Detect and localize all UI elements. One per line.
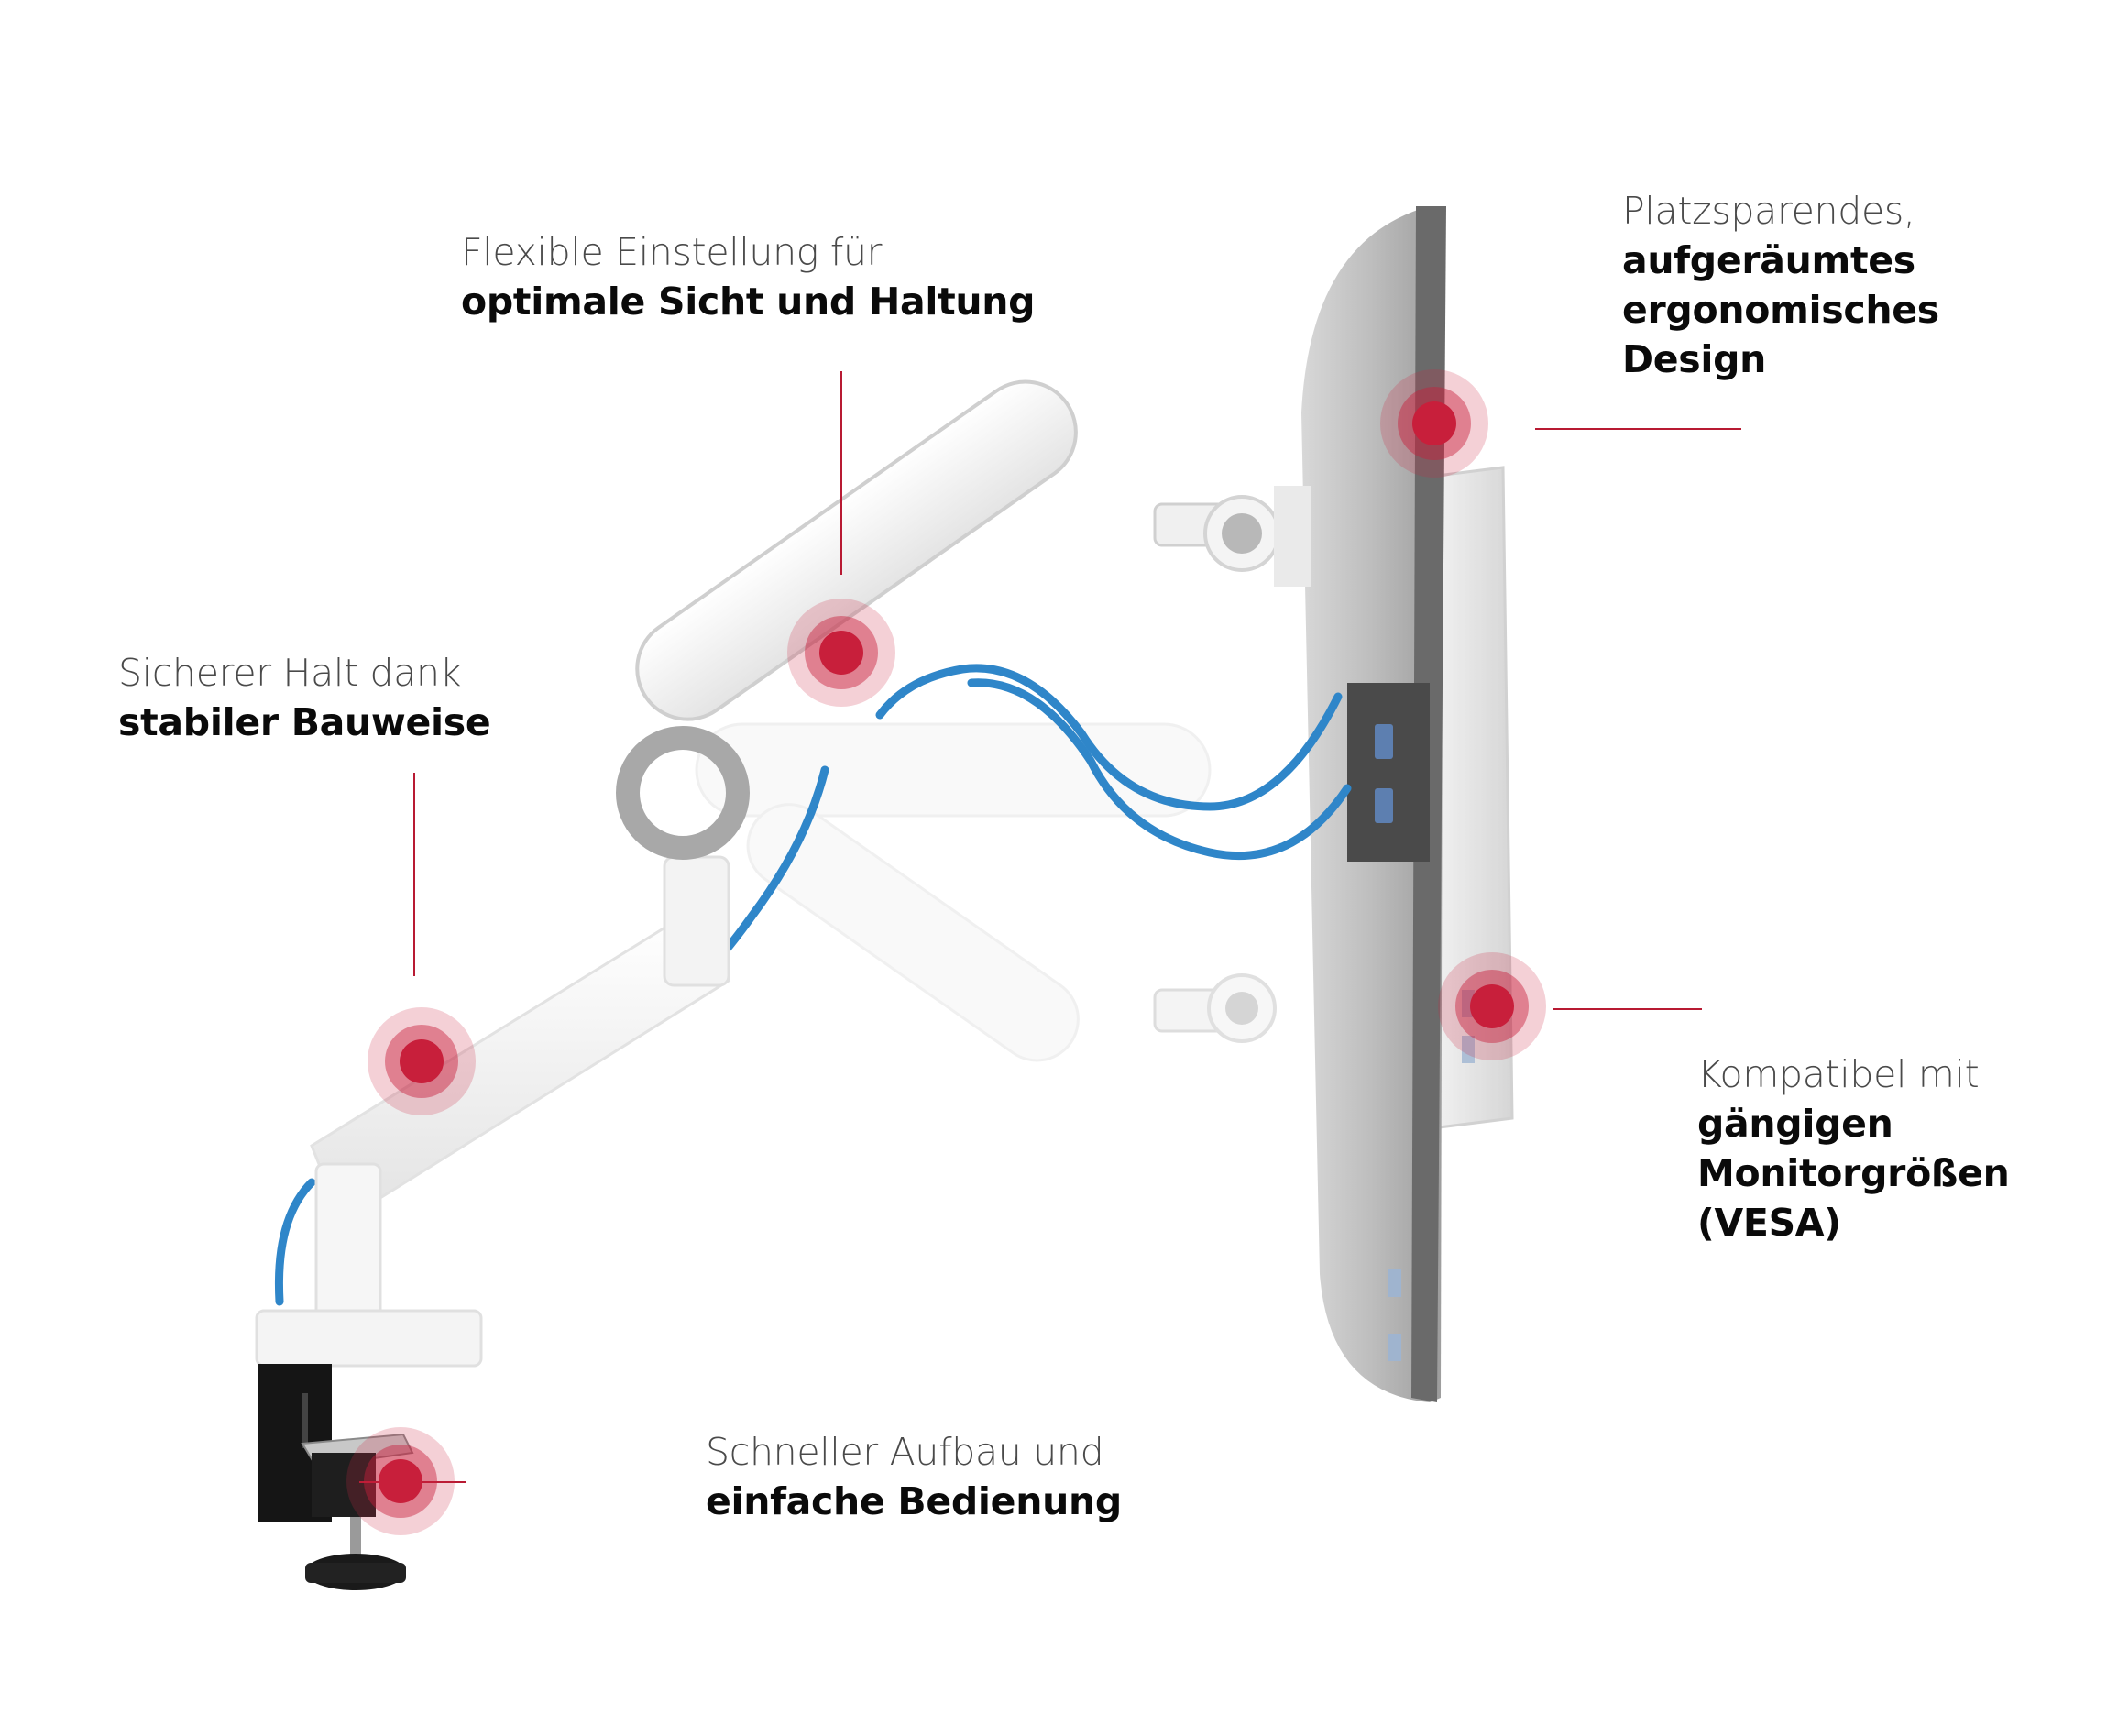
feature-lead-text: Platzsparendes,: [1622, 189, 1915, 233]
hotspot-flexibility[interactable]: [787, 599, 895, 707]
hotspot-design[interactable]: [1380, 369, 1488, 478]
feature-lead-text: Sicherer Halt dank: [118, 651, 462, 695]
feature-label-stability: Sicherer Halt dank stabiler Bauweise: [118, 648, 491, 747]
feature-highlight-text: stabiler Bauweise: [118, 700, 491, 744]
feature-label-flexibility: Flexible Einstellung für optimale Sicht …: [461, 227, 1036, 326]
upper-arm: [635, 379, 1078, 721]
feature-highlight-text: Monitorgrößen: [1697, 1151, 2010, 1195]
leader-line-flexibility: [840, 371, 842, 575]
lower-arm: [310, 855, 731, 1322]
elbow-joint: [616, 726, 750, 860]
leader-line-compatibility: [1553, 1008, 1702, 1010]
feature-label-design: Platzsparendes, aufgeräumtes ergonomisch…: [1622, 186, 1939, 384]
feature-lead-text: Schneller Aufbau und: [706, 1430, 1104, 1474]
feature-highlight-text: ergonomisches: [1622, 288, 1939, 332]
vesa-mount-upper: [1153, 486, 1311, 587]
feature-lead-text: Flexible Einstellung für: [461, 230, 883, 274]
feature-highlight-text: optimale Sicht und Haltung: [461, 280, 1036, 324]
ghost-arm: [695, 722, 1212, 1062]
feature-label-setup: Schneller Aufbau und einfache Bedienung: [706, 1427, 1122, 1526]
monitor: [1301, 206, 1446, 1402]
feature-label-compatibility: Kompatibel mit gängigen Monitorgrößen (V…: [1697, 1049, 2010, 1247]
leader-line-design: [1535, 428, 1741, 430]
desk-clamp: [255, 1309, 483, 1590]
feature-highlight-text: (VESA): [1697, 1201, 1841, 1245]
leader-line-stability: [413, 773, 415, 976]
feature-highlight-text: gängigen: [1697, 1102, 1893, 1146]
feature-lead-text: Kompatibel mit: [1697, 1052, 1980, 1096]
hotspot-setup[interactable]: [346, 1427, 455, 1535]
feature-highlight-text: Design: [1622, 337, 1767, 381]
feature-highlight-text: einfache Bedienung: [706, 1479, 1122, 1523]
feature-highlight-text: aufgeräumtes: [1622, 238, 1915, 282]
hotspot-compatibility[interactable]: [1438, 952, 1546, 1060]
hotspot-stability[interactable]: [368, 1007, 476, 1115]
vesa-mount-lower: [1153, 973, 1277, 1043]
